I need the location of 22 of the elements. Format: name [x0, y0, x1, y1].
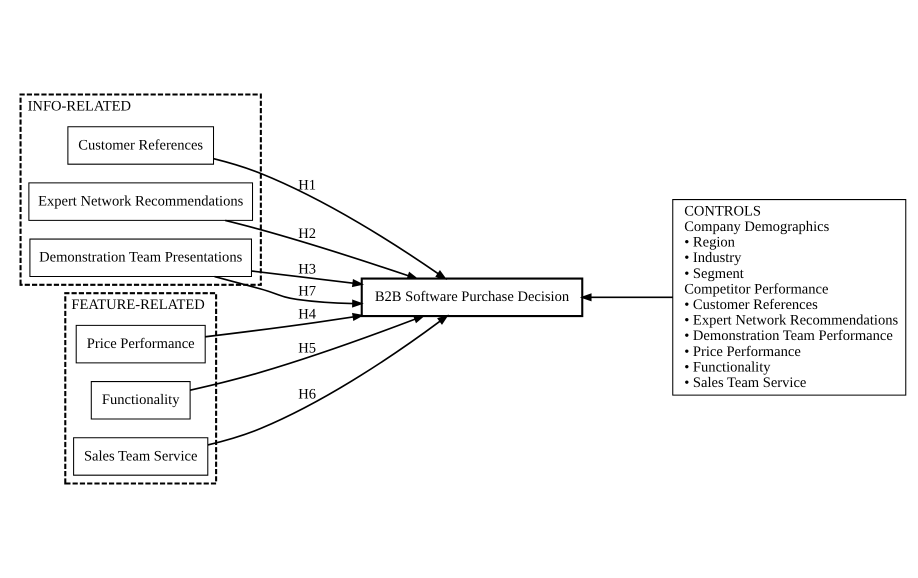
- node-box: Customer References: [67, 126, 214, 165]
- node-box: Demonstration Team Presentations: [29, 238, 252, 278]
- arrow: [190, 315, 426, 391]
- arrow: [580, 293, 673, 302]
- node-box: Functionality: [90, 381, 191, 420]
- edge-label: H7: [298, 283, 316, 300]
- arrow: [225, 220, 419, 280]
- arrow: [213, 158, 448, 280]
- node-box: B2B Software Purchase Decision: [360, 278, 584, 318]
- edge-label: H5: [298, 340, 316, 357]
- edge-label: H4: [298, 306, 316, 322]
- edge-label: H1: [298, 177, 316, 194]
- node-box: Sales Team Service: [73, 437, 208, 476]
- arrow: [208, 314, 449, 446]
- arrow: [252, 270, 364, 288]
- node-box: Expert Network Recommendations: [28, 182, 254, 221]
- edge-label: H2: [298, 226, 316, 242]
- node-box: Price Performance: [76, 324, 206, 364]
- edge-label: H6: [298, 386, 316, 402]
- arrow: [205, 312, 364, 338]
- node-box: CONTROLS Company Demographics • Region • Industry • Segment Competitor Performance • Customer References • Expert Network Recommendations • Demonstration Team Performance • Price Performance • Functionality • Sales Team Service: [672, 199, 906, 396]
- edge-label: H3: [298, 262, 316, 278]
